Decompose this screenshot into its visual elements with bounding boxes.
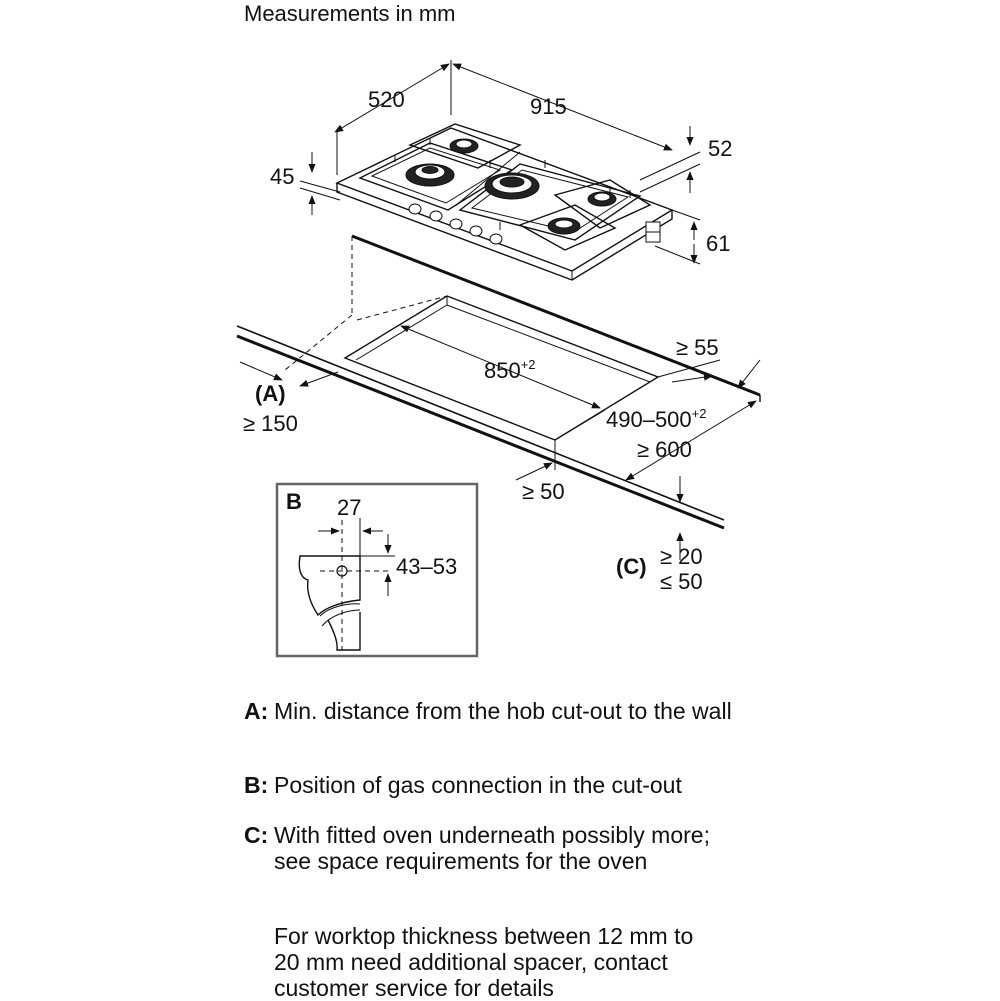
depth-label: 520 (368, 87, 405, 112)
thickness-min-label: ≥ 20 (660, 544, 703, 569)
svg-text:850+2: 850+2 (484, 357, 536, 383)
thickness-key: (C) (616, 554, 647, 579)
control-knobs (408, 203, 503, 245)
cutout-width-label: 850+2 (484, 357, 536, 383)
inset-b: B 27 43–53 (275, 482, 479, 658)
inset-offset-y-label: 43–53 (396, 554, 457, 579)
legend-a-text: Min. distance from the hob cut-out to th… (274, 698, 732, 724)
worktop-depth-label: ≥ 600 (637, 437, 692, 462)
height-rear-label: 52 (708, 136, 732, 161)
wall-distance-label: ≥ 150 (243, 411, 298, 436)
inset-b-label: B (286, 489, 302, 514)
thickness-max-label: ≤ 50 (660, 569, 703, 594)
height-total-label: 61 (706, 231, 730, 256)
hob-dimensions: 520 915 52 45 61 (270, 60, 732, 265)
worktop-dimensions: 850+2 490–500+2 ≥ 55 (A) ≥ 150 ≥ 600 ≥ 5… (239, 325, 761, 594)
spacer-note-text: For worktop thickness between 12 mm to 2… (274, 923, 694, 1001)
wall-distance-key: (A) (255, 381, 286, 406)
diagram-title: Measurements in mm (244, 1, 456, 26)
gas-connector (645, 221, 661, 243)
min-front-label: ≥ 50 (522, 479, 565, 504)
min-rear-label: ≥ 55 (676, 335, 719, 360)
hob-drawing (335, 123, 674, 281)
legend-c-key: C: (244, 822, 269, 848)
svg-text:490–500+2: 490–500+2 (606, 406, 706, 432)
cutout-depth-label: 490–500+2 (606, 406, 706, 432)
height-front-label: 45 (270, 164, 294, 189)
width-label: 915 (530, 94, 567, 119)
legend-b-key: B: (244, 772, 269, 798)
worktop-drawing (236, 234, 761, 530)
inset-offset-x-label: 27 (337, 495, 361, 520)
legend-a-key: A: (244, 698, 269, 724)
legend-c-text: With fitted oven underneath possibly mor… (274, 822, 710, 874)
legend-b-text: Position of gas connection in the cut-ou… (274, 772, 682, 798)
